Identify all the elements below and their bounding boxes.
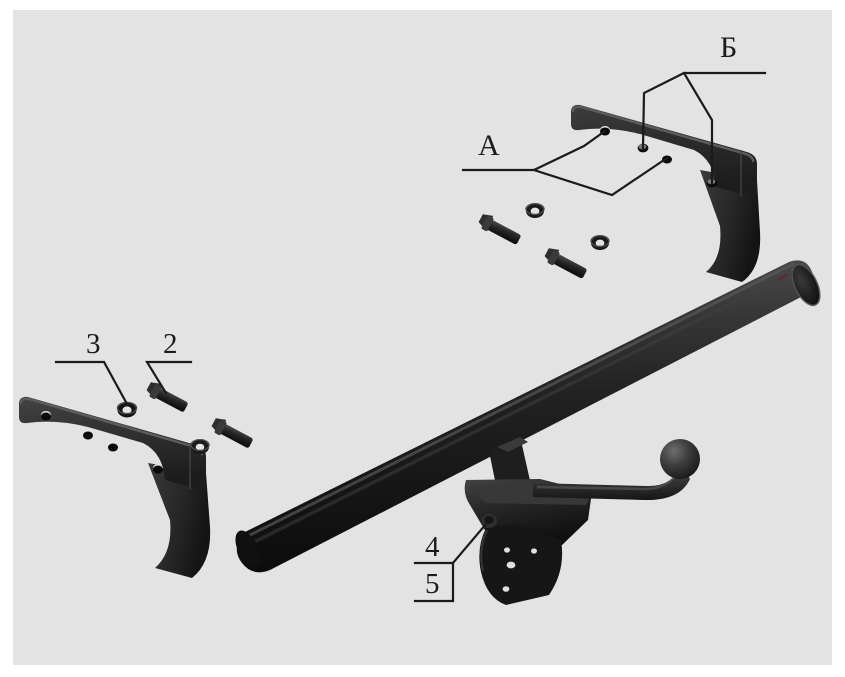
left-bracket-holes (41, 411, 163, 474)
bolt-lower-right (211, 418, 253, 448)
leader-45-pointer (451, 522, 488, 565)
leader-2 (145, 360, 193, 395)
callout-b-label: Б (720, 31, 738, 64)
leader-3 (54, 360, 129, 406)
tow-ball (660, 439, 700, 479)
right-bracket-top-edge (571, 105, 755, 163)
crossbar-endcap-mark (777, 273, 788, 281)
leader-a-branch (532, 156, 669, 197)
tow-hitch-assembly (464, 437, 700, 605)
leader-a (461, 129, 607, 172)
socket-plate-holes (502, 547, 537, 592)
socket-hole-3 (506, 561, 516, 569)
callout-a-label: А (478, 129, 500, 162)
washer-upper-right (590, 234, 610, 250)
left-bracket-flange (19, 396, 206, 490)
leader-45-bracket (413, 561, 455, 603)
bolt-upper-left (478, 214, 521, 245)
callout-4-label: 4 (425, 531, 440, 563)
crossbar-tube (235, 260, 821, 573)
crossbar-body (236, 260, 814, 573)
socket-hole-4 (502, 586, 510, 592)
socket-hole-2 (531, 548, 537, 554)
crossbar-right-endcap-rim (791, 263, 821, 307)
crossbar-highlight-soft (250, 270, 797, 545)
left-mounting-bracket (19, 396, 211, 578)
crossbar-left-endcap (235, 530, 261, 568)
hardware-lower (116, 382, 253, 454)
crossbar-highlight (248, 262, 795, 537)
right-bracket-flange (571, 104, 757, 197)
left-bracket-leg (148, 463, 211, 578)
leader-lines (54, 71, 767, 603)
hitch-gusset-top (497, 437, 528, 452)
leader-b-branch (682, 71, 714, 185)
washer-upper-left (525, 202, 545, 218)
callout-3-label: 3 (86, 328, 101, 360)
right-bracket-leg (700, 170, 761, 282)
right-mounting-bracket (571, 104, 761, 282)
socket-plate-edge (480, 529, 488, 572)
crossbar-right-endcap (792, 264, 820, 306)
electrical-socket-plate (479, 524, 563, 605)
hardware-upper (478, 202, 610, 279)
bolt-upper-right (544, 248, 587, 279)
tow-ball-neck (533, 466, 690, 501)
callout-5-label: 5 (425, 568, 440, 600)
washer-lower-right (190, 438, 210, 454)
callout-2-label: 2 (163, 328, 178, 360)
bolt-lower-left (146, 382, 188, 412)
leader-b (641, 71, 767, 150)
socket-hole-1 (504, 547, 510, 553)
